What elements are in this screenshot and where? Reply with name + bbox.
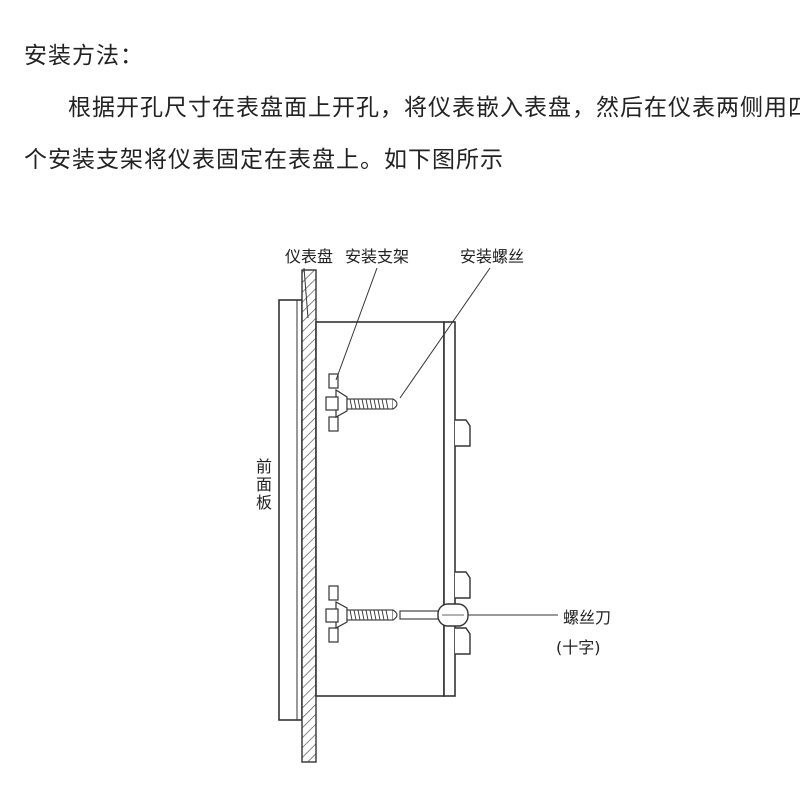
rear-tab-3: [455, 627, 471, 655]
label-front-panel: 前面板: [253, 458, 272, 512]
front-bezel: [278, 299, 303, 721]
instruction-line-1: 根据开孔尺寸在表盘面上开孔，将仪表嵌入表盘，然后在仪表两侧用四: [68, 95, 800, 121]
lower-mounting-screw: [346, 609, 398, 621]
instrument-panel: [301, 269, 317, 763]
lower-mounting-bracket: [325, 585, 348, 643]
leader-panel: [303, 267, 309, 319]
screwdriver: [399, 603, 469, 627]
leader-screw: [399, 267, 491, 399]
label-instrument-panel: 仪表盘: [285, 247, 334, 266]
upper-mounting-screw: [346, 398, 398, 410]
label-screwdriver: 螺丝刀: [563, 608, 612, 627]
label-cross-type: (十字): [556, 638, 601, 657]
rear-tab-2: [455, 571, 471, 599]
upper-mounting-bracket: [325, 373, 348, 432]
label-mounting-bracket: 安装支架: [345, 247, 410, 266]
section-heading: 安装方法：: [24, 43, 144, 69]
leader-bracket: [335, 267, 378, 381]
instruction-line-2: 个安装支架将仪表固定在表盘上。如下图所示: [24, 147, 504, 173]
label-mounting-screw: 安装螺丝: [460, 247, 525, 266]
meter-rear-plate: [443, 321, 456, 697]
rear-tab-1: [455, 419, 471, 447]
